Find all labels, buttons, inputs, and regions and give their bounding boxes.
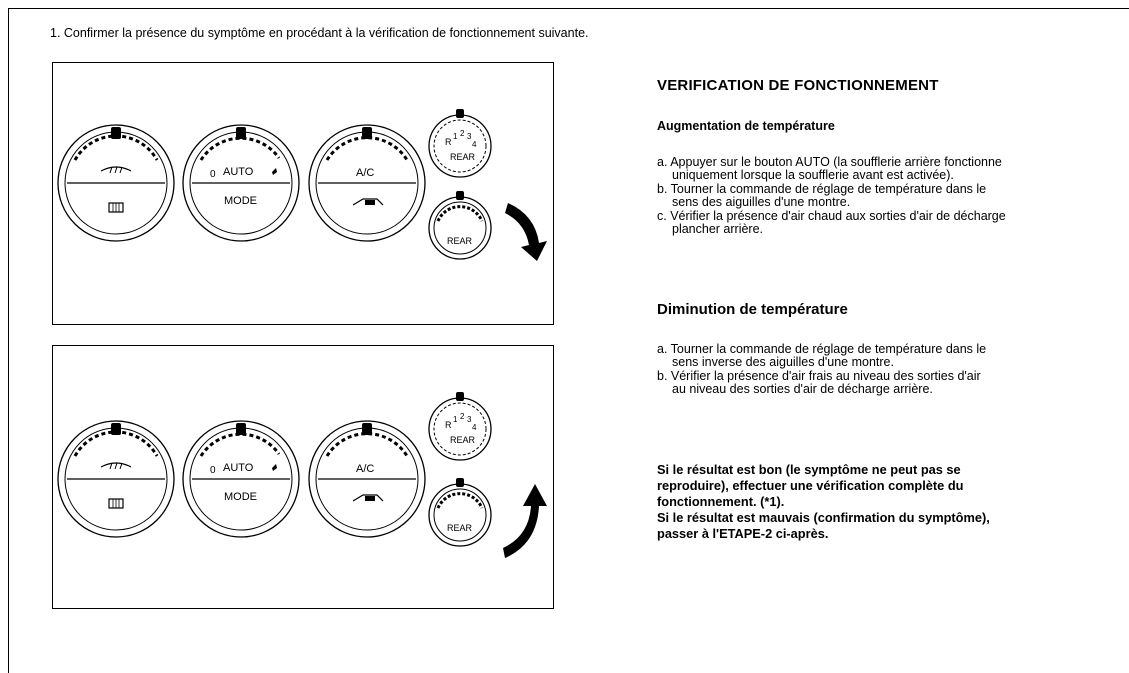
defroster-dial [57,124,175,242]
svg-text:MODE: MODE [224,491,257,503]
decrease-step-b: b. Vérifier la présence d'air frais au n… [657,368,981,397]
svg-text:REAR: REAR [447,523,473,533]
rear-temperature-dial: REAR [428,478,492,547]
clockwise-arrow-icon [505,203,547,261]
svg-text:2: 2 [460,129,465,138]
svg-text:REAR: REAR [450,435,476,445]
svg-text:MODE: MODE [224,195,257,207]
decrease-steps: a. Tourner la commande de réglage de tem… [657,342,987,397]
svg-text:A/C: A/C [356,463,374,475]
fan-icon [272,168,277,175]
counterclockwise-arrow-icon [503,484,547,558]
rear-blower-dial: R 1 2 3 4 REAR [428,392,492,461]
auto-mode-dial: 0 AUTO MODE [182,124,300,242]
defroster-dial [57,420,175,538]
increase-step-b: b. Tourner la commande de réglage de tem… [657,181,987,210]
control-panel-drawing-increase: 0 AUTO MODE A/C R 1 2 [57,109,547,261]
page-frame-left [8,8,9,673]
increase-step-a: a. Appuyer sur le bouton AUTO (la souffl… [657,155,1002,183]
fan-icon [272,464,277,471]
ac-dial: A/C [308,124,426,242]
illustration-panel-decrease: 0 AUTO MODE A/C R 1 2 3 [52,345,554,609]
auto-mode-dial: 0 AUTO MODE [182,420,300,538]
svg-text:2: 2 [460,412,465,421]
decrease-step-a: a. Tourner la commande de réglage de tem… [657,342,987,370]
svg-text:1: 1 [453,415,458,424]
increase-steps: a. Appuyer sur le bouton AUTO (la souffl… [657,155,1006,237]
svg-text:3: 3 [467,415,472,424]
recirculation-icon [352,494,384,502]
svg-text:AUTO: AUTO [223,462,254,474]
check-title: VERIFICATION DE FONCTIONNEMENT [657,77,939,94]
svg-text:0: 0 [210,465,216,476]
svg-text:4: 4 [472,140,477,149]
rear-blower-dial: R 1 2 3 4 REAR [428,109,492,178]
rear-defroster-icon [108,202,124,213]
svg-text:3: 3 [467,132,472,141]
step-intro: 1. Confirmer la présence du symptôme en … [50,26,589,40]
recirculation-icon [352,198,384,206]
svg-text:4: 4 [472,423,477,432]
windshield-defroster-icon [100,166,132,174]
svg-text:REAR: REAR [447,236,473,246]
ac-dial: A/C [308,420,426,538]
increase-heading: Augmentation de température [657,119,835,133]
decrease-heading: Diminution de température [657,301,848,318]
rear-defroster-icon [108,498,124,509]
svg-text:1: 1 [453,132,458,141]
svg-text:REAR: REAR [450,152,476,162]
windshield-defroster-icon [100,462,132,470]
control-panel-drawing-decrease: 0 AUTO MODE A/C R 1 2 3 [57,392,547,558]
page-frame-top [8,8,1129,9]
svg-text:AUTO: AUTO [223,166,254,178]
svg-text:0: 0 [210,169,216,180]
svg-text:A/C: A/C [356,167,374,179]
illustration-panel-increase: 0 AUTO MODE A/C R 1 2 [52,62,554,325]
rear-temperature-dial: REAR [428,191,492,260]
svg-text:R: R [445,420,452,430]
svg-text:R: R [445,137,452,147]
increase-step-c: c. Vérifier la présence d'air chaud aux … [657,208,1006,237]
result-instructions: Si le résultat est bon (le symptôme ne p… [657,462,990,541]
